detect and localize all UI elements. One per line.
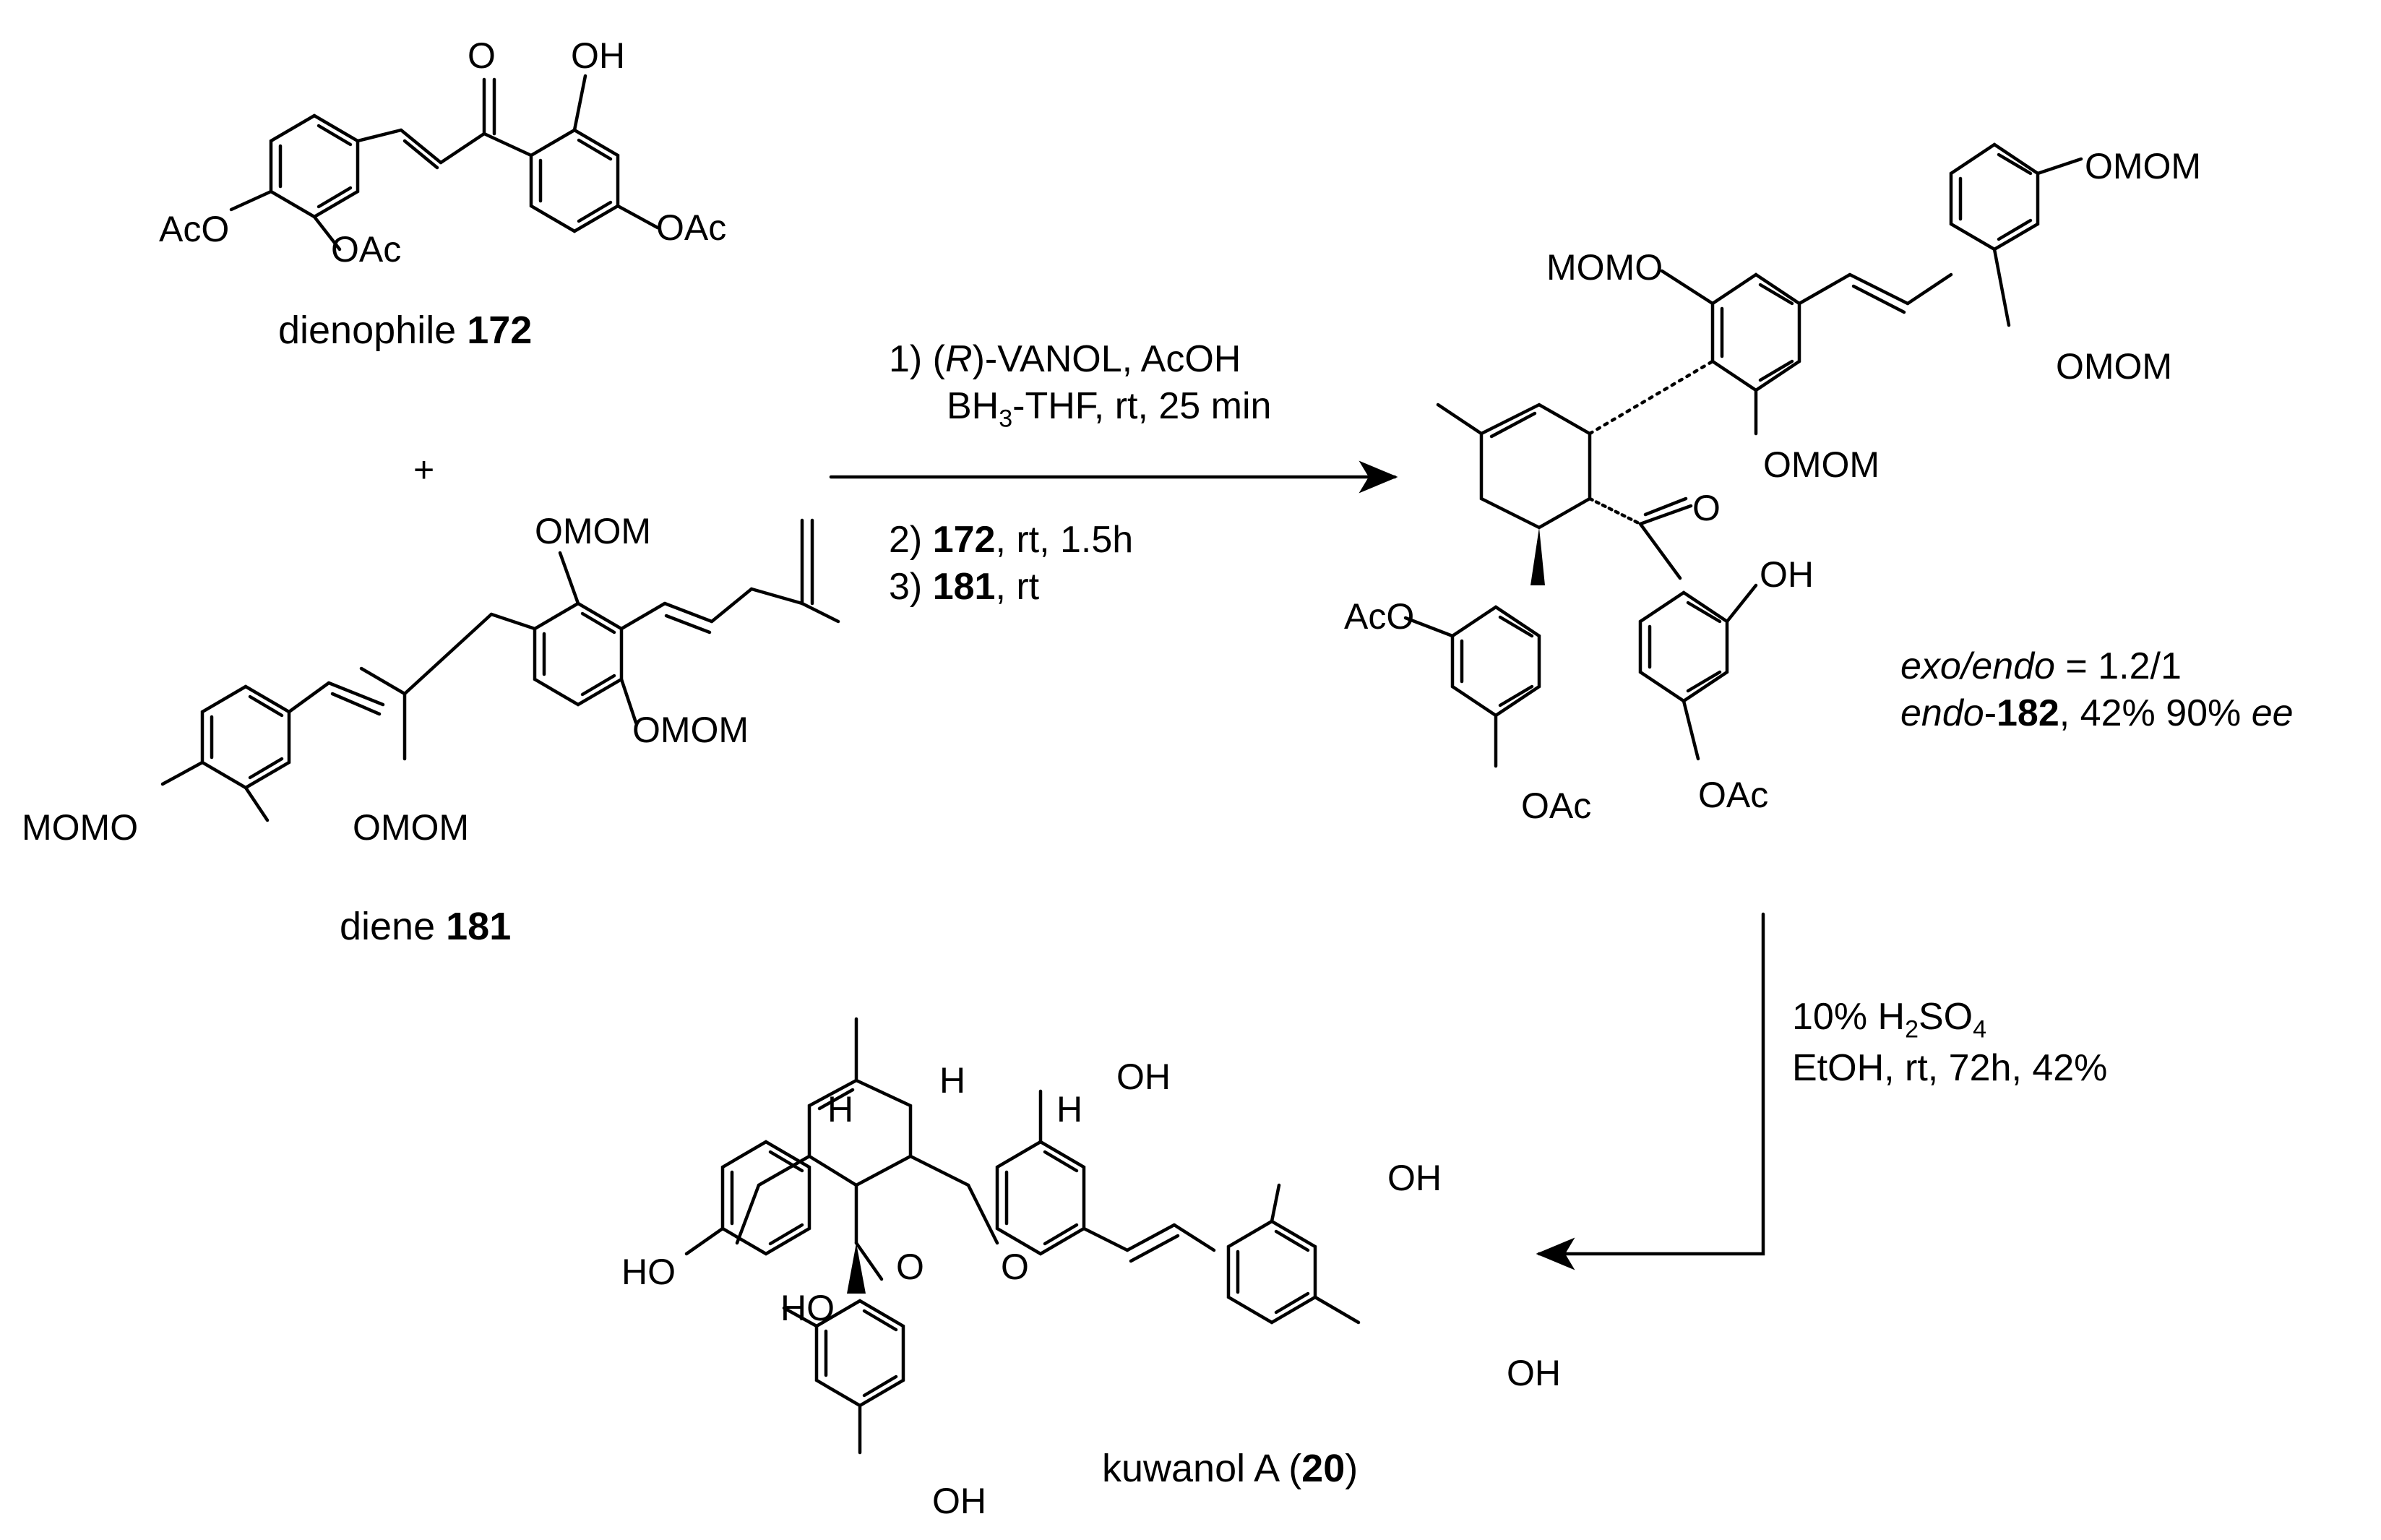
reaction-arrow-2 — [1536, 912, 1765, 1270]
diene-name: diene 181 — [340, 905, 512, 948]
momo-label: MOMO — [22, 807, 139, 848]
kuwanol-h3-label: H — [1056, 1089, 1083, 1130]
kuwanol-h1-label: H — [827, 1089, 854, 1130]
product-oh-label: OH — [1760, 554, 1814, 595]
product-aco-label: AcO — [1344, 596, 1415, 637]
kuwanol-oh-bottom-label: OH — [932, 1481, 986, 1521]
omom-mid-label: OMOM — [632, 710, 749, 750]
product-omom-b-label: OMOM — [1763, 444, 1880, 485]
product-omom-r-label: OMOM — [2056, 346, 2173, 387]
conditions-cyclization: 10% H2SO4 EtOH, rt, 72h, 42% — [1792, 996, 2108, 1089]
kuwanol-h2-label: H — [939, 1060, 966, 1101]
omom-top-label: OMOM — [535, 511, 652, 551]
plus-sign: + — [413, 449, 435, 490]
acetoxy-left-label: AcO — [159, 209, 230, 249]
dienophile-172-structure — [229, 74, 660, 251]
hydroxyl-label: OH — [571, 35, 625, 76]
kuwanol-ether-o1-label: O — [896, 1247, 924, 1287]
dienophile-name: dienophile 172 — [278, 309, 533, 352]
kuwanol-oh-far-label: OH — [1507, 1353, 1561, 1393]
selectivity-note: exo/endo = 1.2/1 endo-182, 42% 90% ee — [1900, 645, 2294, 734]
conditions-step-2-3: 2) 172, rt, 1.5h 3) 181, rt — [889, 519, 1134, 608]
kuwanol-oh-top-label: OH — [1116, 1057, 1171, 1097]
kuwanol-ho-left-label: HO — [621, 1252, 676, 1292]
kuwanol-a-structure — [684, 1017, 1361, 1455]
product-oac-right-label: OAc — [1698, 775, 1769, 815]
product-ketone-o-label: O — [1692, 488, 1721, 528]
kuwanol-name: kuwanol A (20) — [1102, 1447, 1359, 1490]
conditions-step-1: 1) (R)-VANOL, AcOH BH3-THF, rt, 25 min — [889, 338, 1272, 433]
diene-181-structure — [160, 518, 840, 822]
product-momo-label: MOMO — [1546, 247, 1663, 288]
omom-low-label: OMOM — [353, 807, 470, 848]
product-omom-tr-label: OMOM — [2085, 146, 2202, 186]
acetoxy-right-label: OAc — [656, 207, 727, 248]
kuwanol-oh-right-label: OH — [1387, 1158, 1442, 1198]
carbonyl-oxygen-label: O — [468, 35, 496, 76]
product-182-structure — [1403, 142, 2083, 768]
acetoxy-mid-label: OAc — [331, 229, 402, 270]
kuwanol-ether-o2-label: O — [1001, 1247, 1029, 1287]
kuwanol-ho-sub-label: HO — [780, 1288, 835, 1328]
product-oac-left-label: OAc — [1521, 786, 1592, 826]
